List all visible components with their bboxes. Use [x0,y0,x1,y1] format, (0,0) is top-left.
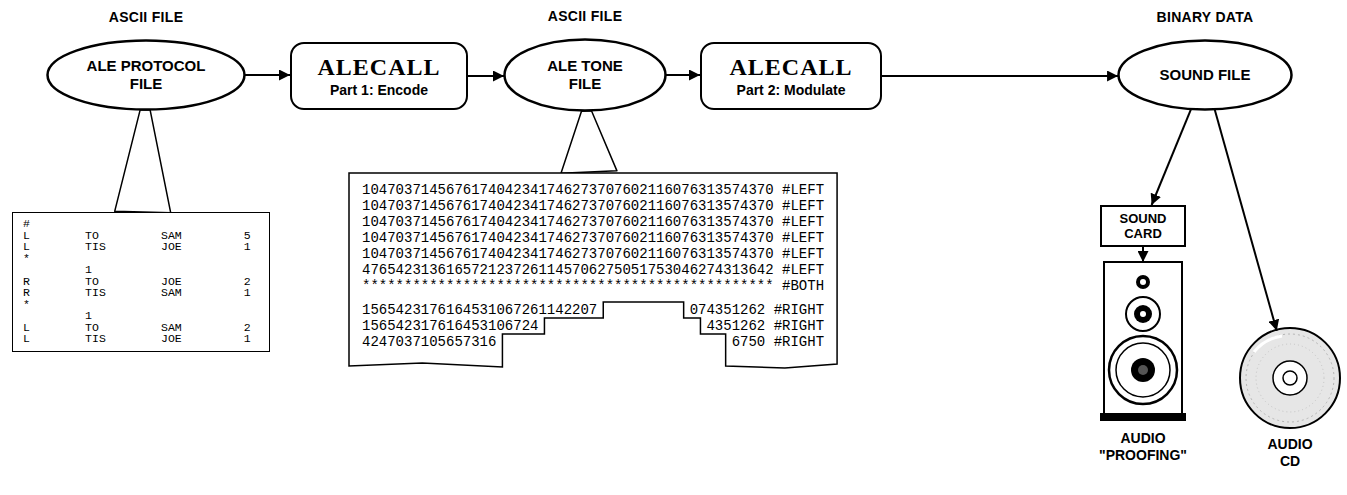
cd-illustration [1240,328,1340,428]
file-ellipse: ASCII FILEALE PROTOCOL FILE [46,39,246,111]
tone-file-sheet: 1047037145676174042341746273707602116076… [348,172,838,370]
protocol-line: * [23,253,257,265]
sound-card-box: SOUND CARD [1100,205,1186,247]
tone-row: 1047037145676174042341746273707602116076… [362,182,824,198]
program-name: ALECALL [729,54,852,81]
cd-shine [1254,336,1282,352]
file-type-heading: BINARY DATA [1157,9,1254,26]
speaker-midrange-cap [1140,311,1146,317]
flow-arrow [666,74,700,76]
output-label: AUDIO CD [1259,436,1321,470]
tone-row: 156542317616453106724 4351262 #RIGHT [362,318,824,334]
ellipse-shape [1119,41,1292,110]
output-device: AUDIO "PROOFING" [1100,262,1186,422]
file-ellipse: ASCII FILEALE TONE FILE [503,38,667,112]
file-type-heading: ASCII FILE [109,9,184,26]
speaker-cabinet [1104,262,1182,414]
speaker-base [1100,413,1186,421]
tone-line: ****************************************… [362,278,824,294]
tone-line: 4765423136165721237261145706275051753046… [362,262,824,278]
tone-line: 074351262 #RIGHT [690,302,824,318]
flow-arrow [1215,110,1277,331]
speaker-woofer [1109,336,1177,404]
process-box: ALECALLPart 1: Encode [290,42,468,110]
tone-row [362,294,824,302]
callout-wedge [561,111,617,173]
protocol-file-box: #L TO SAM 5L TIS JOE 1*1R TO JOE 2R TIS … [12,212,270,352]
protocol-line: L TIS JOE 1 [23,333,257,345]
cd-texture [1246,334,1334,422]
protocol-line: L TO SAM 5 [23,230,257,242]
file-name: ALE PROTOCOL FILE [76,57,216,93]
tone-line: 1047037145676174042341746273707602116076… [362,230,824,246]
tone-line: 1047037145676174042341746273707602116076… [362,214,824,230]
tone-line: 4351262 #RIGHT [706,318,824,334]
flow-arrow [245,74,290,76]
protocol-line: 1 [85,310,257,322]
cd-hub [1273,361,1307,395]
file-type-heading: ASCII FILE [548,8,623,25]
protocol-line: L TO SAM 2 [23,322,257,334]
flow-arrow [1142,247,1144,262]
tone-line: 1565423176164531067261142207 [362,302,597,318]
protocol-line: # [23,218,257,230]
program-step: Part 2: Modulate [737,81,846,99]
speaker-illustration [1100,262,1186,421]
tone-line: 1047037145676174042341746273707602116076… [362,182,824,198]
ellipse-shape [505,40,666,111]
protocol-line: 1 [85,264,257,276]
program-name: ALECALL [317,54,440,81]
tone-line: 156542317616453106724 [362,318,538,334]
speaker-midrange [1126,297,1160,331]
protocol-line: L TIS JOE 1 [23,241,257,253]
speaker-tweeter-dome [1140,279,1146,285]
tone-line: 1047037145676174042341746273707602116076… [362,246,824,262]
tone-row: 4247037105657316 6750 #RIGHT [362,334,824,350]
protocol-line: * [23,299,257,311]
callout-wedge [115,110,171,213]
torn-sheet-shape [349,173,837,368]
tone-row: 1047037145676174042341746273707602116076… [362,198,824,214]
speaker-woofer-cap [1138,365,1148,375]
file-name: SOUND FILE [1160,66,1251,84]
tone-row: 1047037145676174042341746273707602116076… [362,246,824,262]
cd-hole [1283,371,1297,385]
file-name: ALE TONE FILE [535,57,635,93]
process-box: ALECALLPart 2: Modulate [700,42,882,110]
speaker-tweeter [1136,275,1150,289]
speaker-woofer-cone [1131,358,1155,382]
output-label: AUDIO "PROOFING" [1091,430,1195,464]
device-name: SOUND CARD [1106,211,1180,241]
tone-row: 1047037145676174042341746273707602116076… [362,214,824,230]
protocol-line: R TIS SAM 1 [23,287,257,299]
tone-line: 4247037105657316 [362,334,496,350]
cd-texture [1256,344,1324,412]
program-step: Part 1: Encode [330,81,428,99]
protocol-line: R TO JOE 2 [23,276,257,288]
tone-row: ****************************************… [362,278,824,294]
file-ellipse: BINARY DATASOUND FILE [1117,39,1293,111]
speaker-midrange-cone [1134,305,1152,323]
tone-row: 4765423136165721237261145706275051753046… [362,262,824,278]
flow-arrow [468,75,504,77]
ellipse-shape [48,41,245,110]
flow-arrow [1152,110,1191,205]
cd-disc [1240,328,1340,428]
tone-row: 1565423176164531067261142207 074351262 #R… [362,302,824,318]
tone-line: 1047037145676174042341746273707602116076… [362,198,824,214]
tone-line: 6750 #RIGHT [732,334,824,350]
output-device: AUDIO CD [1240,328,1340,428]
speaker-woofer-ring [1116,343,1170,397]
flow-arrow [882,75,1118,77]
tone-row: 1047037145676174042341746273707602116076… [362,230,824,246]
